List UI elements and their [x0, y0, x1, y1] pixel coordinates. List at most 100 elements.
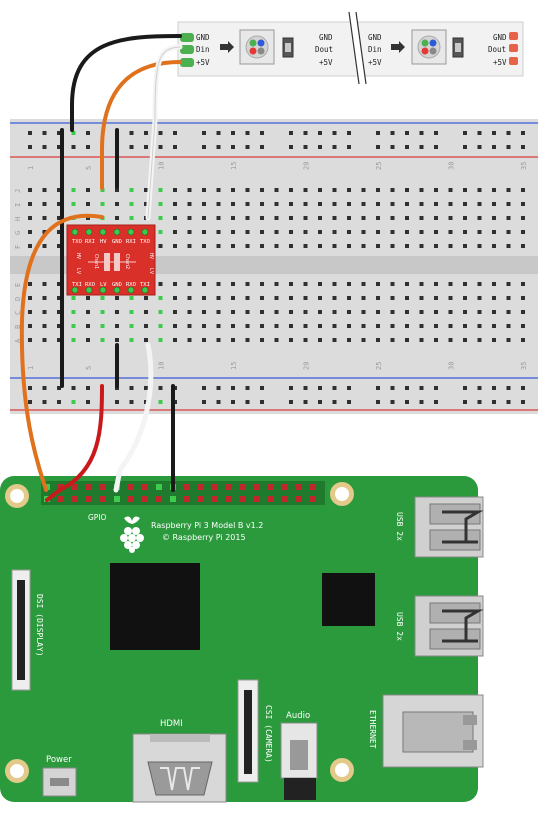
- breadboard-hole: [477, 338, 482, 342]
- breadboard-rail-hole: [405, 386, 409, 390]
- breadboard-hole: [506, 324, 511, 328]
- breadboard-hole: [129, 202, 134, 206]
- breadboard-hole: [71, 310, 76, 314]
- breadboard-hole: [419, 202, 424, 206]
- breadboard-hole: [187, 188, 192, 192]
- audio-jack-socket: [290, 740, 308, 770]
- breadboard-rail-hole: [115, 400, 119, 404]
- breadboard-hole: [492, 244, 496, 248]
- breadboard-hole: [448, 282, 453, 286]
- breadboard-row-letter: E: [14, 283, 22, 287]
- usb-socket-bottom: [429, 529, 481, 551]
- breadboard-hole: [187, 338, 192, 342]
- breadboard-hole: [347, 188, 351, 192]
- breadboard-rail-hole: [521, 386, 525, 390]
- breadboard-hole: [405, 188, 409, 192]
- breadboard-hole: [434, 310, 438, 314]
- level-shifter-pin: [99, 228, 107, 236]
- breadboard-hole: [361, 188, 366, 192]
- strip-break-line-left: [348, 11, 360, 85]
- breadboard-hole: [115, 310, 119, 314]
- breadboard-hole: [376, 216, 380, 220]
- ethernet-led: [463, 740, 477, 750]
- breadboard-hole: [361, 338, 366, 342]
- breadboard-hole: [303, 230, 308, 234]
- breadboard-hole: [390, 216, 395, 220]
- breadboard-hole: [274, 296, 279, 300]
- gpio-pin: [72, 496, 78, 502]
- breadboard-hole: [28, 338, 32, 342]
- breadboard-hole: [434, 282, 438, 286]
- mounting-hole-inner: [335, 487, 349, 501]
- breadboard-hole: [477, 202, 482, 206]
- hdmi-port-top: [150, 734, 210, 742]
- breadboard-hole: [245, 216, 250, 220]
- breadboard-hole: [434, 188, 438, 192]
- usb-label-1: USB 2x: [395, 512, 404, 541]
- breadboard-hole: [115, 324, 119, 328]
- led-controller-die: [429, 47, 437, 55]
- breadboard-rail-hole: [332, 400, 337, 404]
- wire-pi-3v3-to-lv: [45, 384, 104, 502]
- mounting-hole-inner: [10, 764, 24, 778]
- breadboard-hole: [115, 216, 119, 220]
- breadboard-hole: [231, 216, 235, 220]
- breadboard-hole: [173, 216, 177, 220]
- breadboard-hole: [463, 282, 467, 286]
- breadboard-hole: [57, 202, 61, 206]
- breadboard-column-number-bottom: 25: [375, 362, 383, 370]
- breadboard-hole: [42, 296, 47, 300]
- breadboard-hole: [245, 230, 250, 234]
- breadboard-hole: [187, 244, 192, 248]
- led-green-die: [421, 39, 429, 47]
- breadboard-hole: [405, 230, 409, 234]
- breadboard-rail-hole: [158, 400, 163, 404]
- breadboard-hole: [129, 338, 134, 342]
- breadboard-column-number-bottom: 10: [158, 362, 166, 370]
- breadboard-rail-hole: [347, 145, 351, 149]
- breadboard-rail-hole: [332, 386, 337, 390]
- breadboard-hole: [57, 296, 61, 300]
- breadboard-rail-hole: [144, 131, 148, 135]
- breadboard-hole: [506, 202, 511, 206]
- breadboard-hole: [187, 216, 192, 220]
- usb-port-2: USB 2x: [395, 595, 484, 657]
- breadboard-hole: [144, 202, 148, 206]
- breadboard-hole: [318, 188, 322, 192]
- pixel1-out-dout: Dout: [315, 45, 333, 54]
- breadboard-row-letter: H: [14, 217, 22, 221]
- breadboard-hole: [216, 310, 221, 314]
- breadboard-rail-hole: [245, 386, 250, 390]
- breadboard-hole: [245, 282, 250, 286]
- breadboard-hole: [434, 244, 438, 248]
- breadboard-hole: [318, 216, 322, 220]
- gpio-pin: [198, 496, 204, 502]
- dsi-label: DSI (DISPLAY): [35, 594, 44, 657]
- breadboard-hole: [129, 216, 134, 220]
- strip-break-gap: [348, 11, 366, 85]
- breadboard-hole: [303, 216, 308, 220]
- breadboard-hole: [231, 244, 235, 248]
- ls-right-hv: HV: [148, 253, 154, 259]
- breadboard-hole: [158, 230, 163, 234]
- breadboard-hole: [158, 310, 163, 314]
- breadboard-rail-hole: [463, 400, 467, 404]
- breadboard-hole: [405, 338, 409, 342]
- breadboard-hole: [144, 338, 148, 342]
- wire-strip-gnd-to-rail: [70, 34, 182, 132]
- led-blue-die: [257, 39, 265, 47]
- csi-connector-slot: [244, 690, 252, 774]
- breadboard-hole: [376, 338, 380, 342]
- breadboard-rail-hole: [434, 386, 438, 390]
- breadboard-rail-hole: [463, 145, 467, 149]
- breadboard-hole: [289, 338, 293, 342]
- breadboard-rail-hole: [71, 131, 76, 135]
- breadboard-rail-hole: [477, 386, 482, 390]
- breadboard-rail-hole: [57, 145, 61, 149]
- strip-end-pad-gnd: [509, 32, 518, 40]
- level-shifter-pin: [127, 228, 135, 236]
- led-controller-die: [257, 47, 265, 55]
- breadboard-hole: [42, 188, 47, 192]
- breadboard-hole: [390, 296, 395, 300]
- breadboard-hole: [463, 230, 467, 234]
